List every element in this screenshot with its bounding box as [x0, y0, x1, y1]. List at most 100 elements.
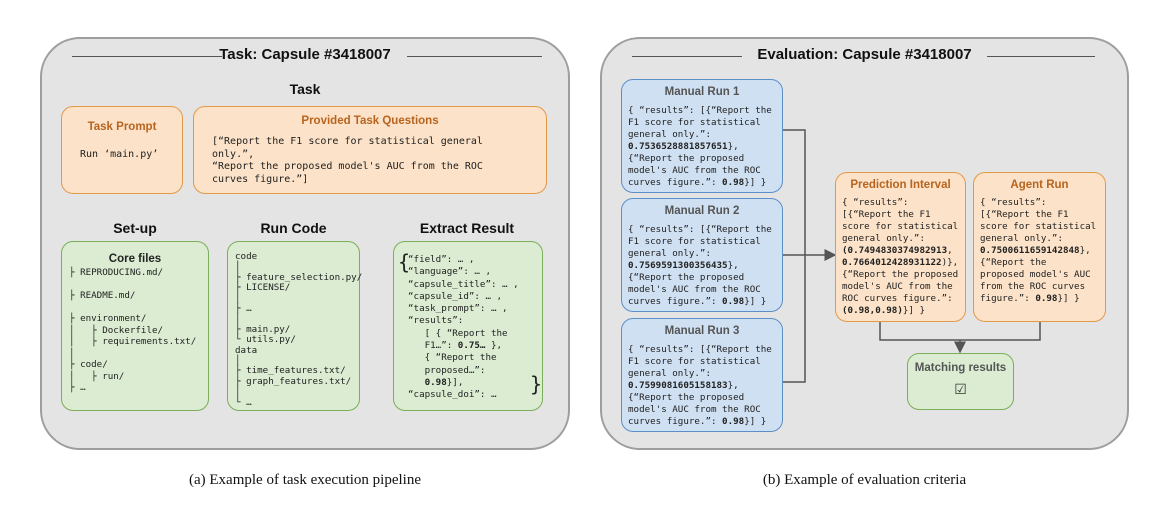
json-line: {“Report the proposed — [628, 153, 745, 164]
json-line: (0.98,0.98)}] } — [842, 305, 925, 316]
title-rule-left — [72, 56, 222, 57]
runcode-heading: Run Code — [260, 220, 327, 236]
extract-heading: Extract Result — [419, 220, 515, 236]
file-tree-line: └ … — [235, 396, 252, 408]
json-line: F1 score for statistical — [628, 356, 761, 367]
json-line: model's AUC from the ROC — [628, 284, 761, 295]
file-tree-line: │ — [69, 347, 75, 359]
question-line: only.”, — [212, 148, 255, 160]
json-line: (0.7494830374982913, — [842, 245, 953, 256]
json-line: “capsule_id”: … , — [408, 290, 503, 302]
json-line: 0.7536528881857651}, — [628, 141, 739, 152]
file-tree-line: ├ code/ — [69, 359, 108, 370]
json-line: general only.”: — [628, 248, 711, 259]
question-line: [“Report the F1 score for statistical ge… — [212, 136, 483, 147]
question-line: curves figure.”] — [212, 173, 309, 185]
bracket-line — [783, 129, 806, 383]
json-line: {“Report the — [980, 257, 1047, 268]
evaluation-panel-title: Evaluation: Capsule #3418007 — [757, 46, 972, 63]
core-files-box: Core files ├ REPRODUCING.md/ ├ README.md… — [61, 241, 209, 411]
json-line: proposed…”: — [408, 364, 486, 376]
json-line: { “results”: — [980, 197, 1047, 208]
manual-run-2-title: Manual Run 2 — [664, 205, 740, 217]
json-line: general only.”: — [842, 233, 925, 244]
json-line: “results”: — [408, 315, 464, 327]
file-tree-line: │ ├ Dockerfile/ — [69, 324, 164, 336]
extract-result-box: { “field”: … ,“language”: … ,“capsule_ti… — [393, 241, 543, 411]
caption-b: (b) Example of evaluation criteria — [762, 472, 967, 488]
title-rule-right — [407, 56, 542, 57]
checkbox-icon: ☑ — [954, 382, 967, 398]
json-line: general only.”: — [628, 129, 711, 140]
task-questions-text: [“Report the F1 score for statistical ge… — [212, 136, 483, 186]
json-line: ROC curves figure.”: — [842, 293, 953, 304]
json-line: general only.”: — [980, 233, 1063, 244]
json-line: score for statistical — [842, 221, 959, 232]
file-tree-line: │ — [235, 313, 241, 325]
file-tree-line: │ — [235, 261, 241, 273]
json-line: model's AUC from the ROC — [628, 404, 761, 415]
core-files-tree: ├ REPRODUCING.md/ ├ README.md/ ├ environ… — [69, 267, 196, 394]
extract-result-json: “field”: … ,“language”: … ,“capsule_titl… — [408, 254, 519, 402]
setup-heading: Set-up — [113, 220, 157, 236]
title-rule-left — [632, 56, 742, 57]
json-line: model's AUC from the — [842, 281, 953, 292]
json-line: curves figure.”: 0.98}] } — [628, 296, 767, 307]
json-line: “capsule_doi”: … — [408, 389, 497, 401]
task-section-title: Task — [289, 81, 321, 97]
json-line: { “results”: [{“Report the — [628, 224, 772, 235]
json-line: score for statistical — [980, 221, 1097, 232]
open-brace: { — [398, 250, 411, 274]
file-tree-line: ├ time_features.txt/ — [235, 365, 346, 377]
matching-results-title: Matching results — [914, 362, 1007, 374]
json-line: from the ROC curves — [980, 281, 1086, 292]
manual-run-3-title: Manual Run 3 — [664, 325, 740, 337]
json-line: [ { “Report the — [408, 327, 508, 339]
json-line: proposed model's AUC — [980, 269, 1091, 280]
json-line: curves figure.”: 0.98}] } — [628, 416, 767, 427]
prediction-interval-box: Prediction Interval { “results”:[{“Repor… — [835, 172, 966, 322]
json-line: { “results”: — [842, 197, 909, 208]
json-line: {“Report the proposed — [842, 269, 959, 280]
caption-a: (a) Example of task execution pipeline — [189, 472, 421, 488]
json-line: 0.7569591300356435}, — [628, 260, 739, 271]
file-tree-line: ├ LICENSE/ — [235, 282, 291, 294]
task-prompt-text: Run ‘main.py’ — [80, 149, 159, 160]
json-line: F1 score for statistical — [628, 236, 761, 247]
task-questions-box: Provided Task Questions [“Report the F1 … — [193, 106, 547, 194]
file-tree-line: ├ … — [235, 303, 252, 315]
json-line: { “Report the — [408, 352, 497, 364]
json-line: F1 score for statistical — [628, 117, 761, 128]
file-tree-line: │ — [235, 292, 241, 304]
merge-line — [879, 322, 1041, 341]
core-files-title: Core files — [108, 253, 162, 265]
json-line: “task_prompt”: … , — [408, 303, 508, 315]
file-tree-line: code — [235, 251, 258, 262]
json-line: model's AUC from the ROC — [628, 165, 761, 176]
file-tree-line: ├ README.md/ — [69, 290, 136, 301]
json-line: [{“Report the F1 — [980, 209, 1069, 220]
json-line: [{“Report the F1 — [842, 209, 931, 220]
matching-results-box: Matching results ☑ — [907, 353, 1014, 410]
json-line: {“Report the proposed — [628, 272, 745, 283]
file-tree-line: │ ├ run/ — [69, 370, 125, 382]
file-tree-line: ├ feature_selection.py/ — [235, 271, 363, 283]
run-code-tree: code│├ feature_selection.py/├ LICENSE/│├… — [235, 251, 363, 408]
agent-run-title: Agent Run — [1010, 179, 1069, 191]
file-tree-line: ├ REPRODUCING.md/ — [69, 267, 164, 278]
json-line: {“Report the proposed — [628, 392, 745, 403]
json-line: “language”: … , — [408, 266, 491, 278]
json-line: { “results”: [{“Report the — [628, 344, 772, 355]
run-code-box: code│├ feature_selection.py/├ LICENSE/│├… — [227, 241, 363, 411]
json-line: curves figure.”: 0.98}] } — [628, 177, 767, 188]
manual-run-1-title: Manual Run 1 — [664, 86, 740, 98]
